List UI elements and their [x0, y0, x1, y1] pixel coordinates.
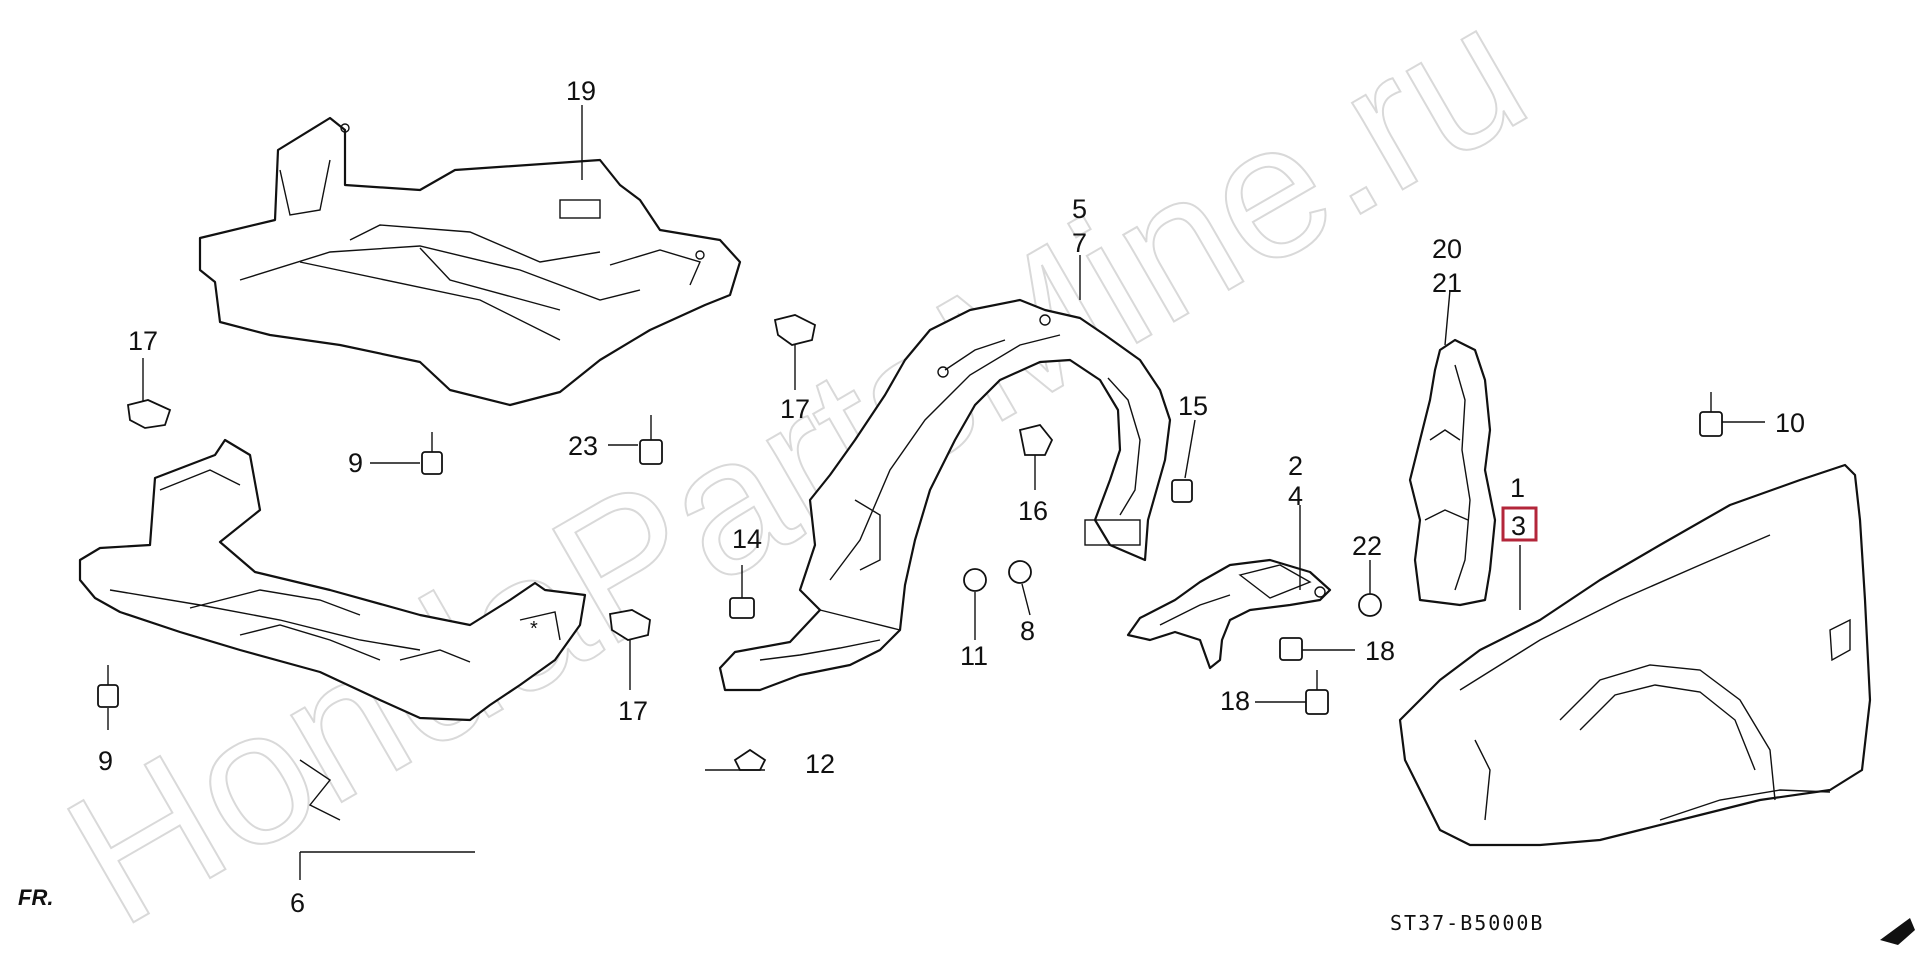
callout-3-highlight [1501, 506, 1538, 542]
callout-14: 14 [732, 524, 762, 554]
callout-21: 21 [1432, 268, 1462, 298]
leader-lines [107, 105, 1765, 880]
fastener-8 [1008, 560, 1032, 584]
callout-1: 1 [1510, 473, 1525, 503]
fastener-15 [1171, 479, 1193, 503]
fastener-17-top [773, 314, 817, 346]
fastener-14 [729, 597, 755, 619]
callout-12: 12 [805, 749, 835, 779]
callout-9: 9 [98, 746, 113, 776]
callout-11: 11 [960, 641, 988, 671]
engine-splash-shield-lower[interactable]: * [78, 438, 587, 821]
fastener-12 [733, 748, 767, 771]
callout-3: 3 [1511, 511, 1526, 541]
fastener-10 [1699, 392, 1723, 437]
fastener-16 [1018, 423, 1054, 456]
callout-17: 17 [618, 696, 648, 726]
callout-labels: 19 17 9 23 17 9 6 17 5 7 16 14 11 8 12 1… [98, 76, 1805, 918]
fastener-17-mid [609, 609, 651, 641]
callout-16: 16 [1018, 496, 1048, 526]
fastener-11 [963, 568, 987, 592]
engine-splash-shield-upper[interactable] [198, 116, 742, 407]
callout-18: 18 [1365, 636, 1395, 666]
direction-mark: FR. [18, 885, 53, 910]
callout-20: 20 [1432, 234, 1462, 264]
callout-18: 18 [1220, 686, 1250, 716]
fastener-22 [1358, 593, 1382, 617]
callout-6: 6 [290, 888, 305, 918]
fastener-9-upper [421, 432, 443, 475]
fastener-18-upper [1279, 637, 1303, 661]
drawing-code: ST37-B5000B [1390, 911, 1544, 935]
watermark: HondaPartsMine.ru [35, 0, 1559, 959]
callout-23: 23 [568, 431, 598, 461]
svg-text:*: * [530, 618, 538, 640]
fastener-17-left [127, 399, 172, 429]
callout-5: 5 [1072, 194, 1087, 224]
callout-19: 19 [566, 76, 596, 106]
callout-4: 4 [1288, 481, 1303, 511]
callout-2: 2 [1288, 451, 1303, 481]
callout-10: 10 [1775, 408, 1805, 438]
front-fender[interactable] [1398, 463, 1872, 847]
fender-bracket[interactable] [1126, 558, 1332, 670]
callout-17: 17 [780, 394, 810, 424]
callout-9: 9 [348, 448, 363, 478]
fastener-23 [639, 415, 663, 465]
fastener-18-lower [1305, 670, 1329, 715]
callout-8: 8 [1020, 616, 1035, 646]
callout-22: 22 [1352, 531, 1382, 561]
callout-15: 15 [1178, 391, 1208, 421]
fastener-9-lower [97, 665, 119, 708]
fender-seal[interactable] [1408, 338, 1497, 607]
front-inner-fender[interactable] [718, 298, 1172, 692]
callout-7: 7 [1072, 228, 1087, 258]
callout-17: 17 [128, 326, 158, 356]
direction-arrow-icon [1880, 918, 1915, 945]
